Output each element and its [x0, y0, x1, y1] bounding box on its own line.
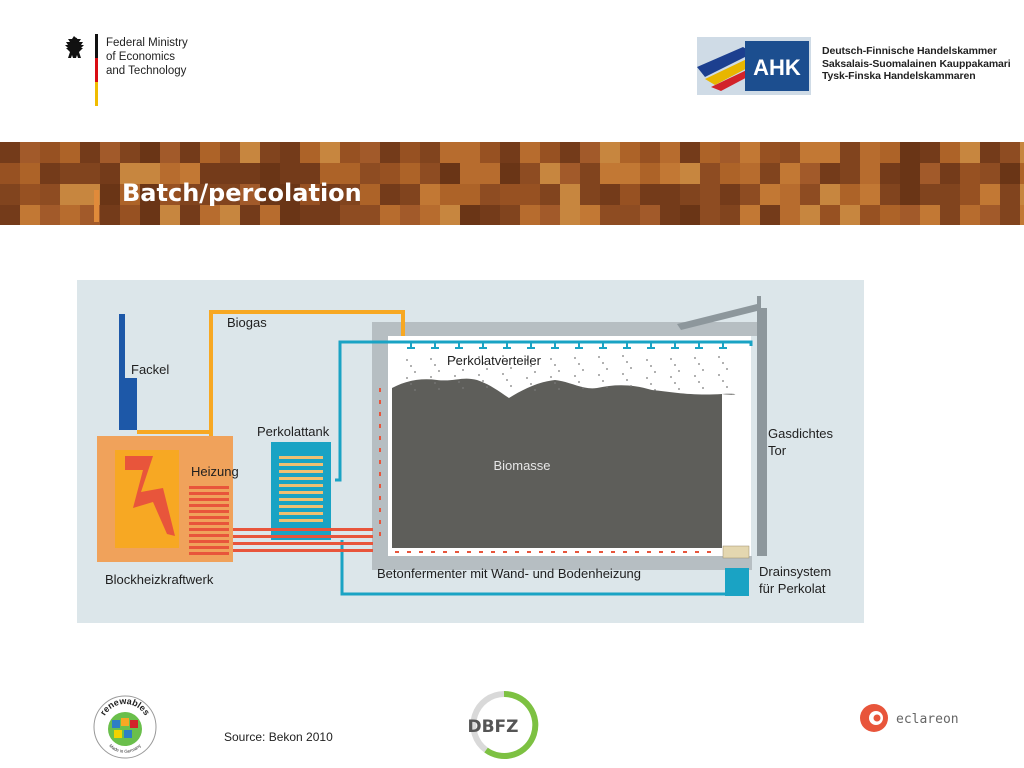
dbfz-text: DBFZ	[467, 717, 518, 737]
wall-heating-dots	[379, 388, 381, 536]
title-accent-bar	[94, 190, 99, 222]
source-caption: Source: Bekon 2010	[224, 730, 333, 744]
gastight-door	[757, 308, 767, 556]
renewables-logo: renewables Made in Germany	[93, 695, 157, 759]
ahk-line-2: Saksalais-Suomalainen Kauppakamari	[822, 57, 1011, 70]
ministry-line-1: Federal Ministry	[106, 37, 188, 49]
percolate-drops	[406, 355, 728, 391]
label-gasdichtes: Gasdichtes	[768, 426, 834, 441]
door-hinge-arm	[677, 304, 761, 330]
ahk-stripe-blue	[697, 47, 753, 77]
eagle-emblem-icon	[65, 36, 84, 58]
dbfz-logo: DBFZ	[467, 690, 539, 759]
flag-bar-black	[95, 34, 98, 58]
biomass-pile	[392, 378, 736, 548]
percolate-distributor	[407, 342, 727, 349]
eclareon-text: eclareon	[896, 712, 959, 727]
drain-sump	[725, 568, 749, 596]
drain-grille	[722, 545, 750, 559]
ministry-line-3: and Technology	[106, 65, 187, 77]
chp-heat-exchanger	[189, 486, 229, 555]
heating-pipes	[233, 528, 373, 552]
tank-heating-coil	[279, 456, 323, 522]
ahk-badge	[745, 41, 809, 91]
ministry-name: Federal Ministry of Economics and Techno…	[106, 36, 188, 78]
percolate-supply-pipe	[335, 340, 753, 482]
flag-bar-red	[95, 58, 98, 82]
flag-bar-gold	[95, 82, 98, 106]
door-post	[757, 296, 761, 314]
ahk-name: Deutsch-Finnische Handelskammer Saksalai…	[822, 45, 1011, 83]
ahk-stripe-red	[711, 67, 755, 91]
label-biomasse: Biomasse	[493, 458, 550, 473]
ahk-badge-text: AHK	[753, 55, 801, 80]
label-drainsystem: Drainsystem	[759, 564, 831, 579]
ministry-logo	[65, 34, 98, 106]
label-biogas: Biogas	[227, 315, 267, 330]
label-perkolattank: Perkolattank	[257, 424, 330, 439]
label-fuer-perkolat: für Perkolat	[759, 581, 826, 596]
ahk-line-3: Tysk-Finska Handelskammaren	[822, 70, 976, 82]
ahk-logo: AHK	[697, 37, 811, 95]
page-title: Batch/percolation	[122, 179, 362, 207]
ahk-line-1: Deutsch-Finnische Handelskammer	[822, 45, 997, 57]
power-arrow-icon	[125, 456, 175, 536]
flare-base	[119, 378, 137, 430]
label-perkolatverteiler: Perkolatverteiler	[447, 353, 542, 368]
label-blockheizkraftwerk: Blockheizkraftwerk	[105, 572, 214, 587]
fermenter-roof	[372, 322, 760, 336]
label-fackel: Fackel	[131, 362, 169, 377]
fermenter-floor	[372, 556, 752, 570]
floor-heating-dots	[395, 551, 711, 553]
percolate-return-pipe	[340, 540, 729, 596]
biogas-pipe	[209, 310, 405, 440]
label-tor: Tor	[768, 443, 787, 458]
label-heizung: Heizung	[191, 464, 239, 479]
fermenter-left-wall	[372, 322, 388, 567]
percolation-diagram: Biomasse Perkolatverteiler Perkolattank …	[77, 280, 864, 623]
flare-stack	[119, 314, 125, 380]
eclareon-logo: eclareon	[860, 704, 959, 732]
ahk-stripe-gold	[705, 57, 757, 85]
ministry-line-2: of Economics	[106, 51, 176, 63]
label-betonfermenter: Betonfermenter mit Wand- und Bodenheizun…	[377, 566, 641, 581]
